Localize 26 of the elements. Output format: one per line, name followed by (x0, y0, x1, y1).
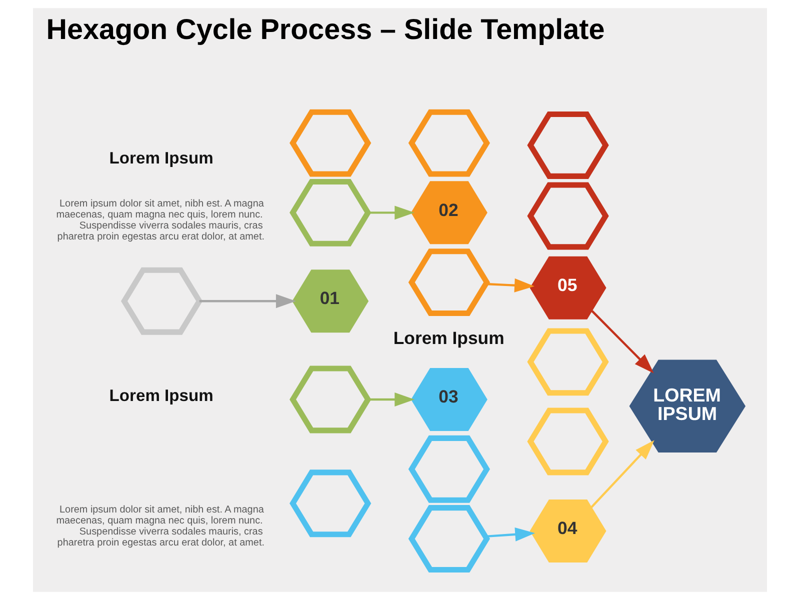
node-hexagon (527, 408, 609, 476)
arrow (486, 278, 534, 292)
node-hexagon (527, 182, 609, 250)
node-hexagon (408, 248, 490, 316)
node-hexagon (290, 366, 372, 434)
arrow (486, 528, 536, 542)
arrow (199, 294, 296, 308)
label: Lorem Ipsum (393, 328, 504, 348)
label: Lorem ipsum dolor sit amet, nibh est. A magna maecenas, quam magna nec quis, lorem nunc. Suspendisse viverra sodales mauris, cras pharetra proin egestas arcu erat dolor, at amet. (56, 504, 264, 549)
diagram-title: Hexagon Cycle Process – Slide Template (46, 14, 605, 46)
arrow (590, 440, 654, 508)
arrow (368, 392, 415, 406)
node-hexagon (290, 178, 372, 246)
arrow (591, 310, 654, 374)
node-hexagon (527, 112, 609, 179)
node-hexagon (408, 435, 490, 503)
arrow (368, 206, 415, 220)
node-hexagon (408, 505, 490, 572)
label: Lorem Ipsum (109, 386, 214, 406)
node-hexagon (120, 267, 203, 335)
label: Lorem Ipsum (109, 148, 214, 168)
label: Lorem ipsum dolor sit amet, nibh est. A magna maecenas, quam magna nec quis, lorem nunc. Suspendisse viverra sodales mauris, cras pharetra proin egestas arcu erat dolor, at amet. (56, 198, 264, 242)
node-hexagon (527, 328, 609, 396)
node-hexagon (290, 109, 372, 177)
node-hexagon (408, 109, 490, 177)
node-hexagon (290, 470, 372, 538)
